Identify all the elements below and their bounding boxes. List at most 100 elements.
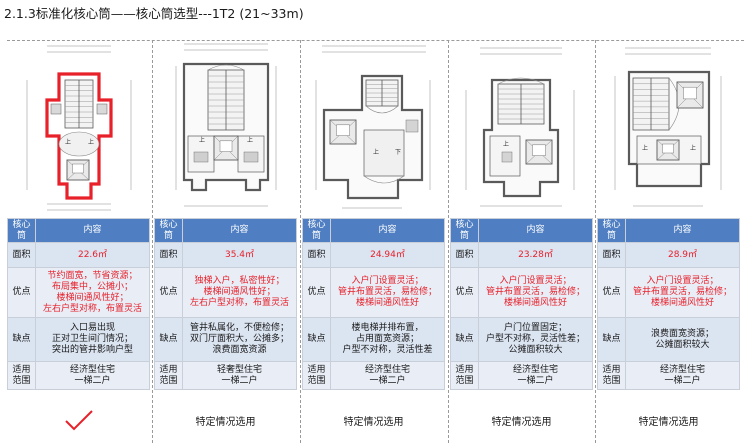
table-row-scope: 适用范围 经济型住宅一梯二户 [302, 361, 445, 390]
header-content-cell: 内容 [478, 218, 593, 243]
disadvantage-line: 占用面宽资源； [355, 334, 419, 344]
advantage-line: 楼梯间通风性好 [503, 298, 567, 308]
row-label-scope: 适用范围 [302, 361, 331, 390]
row-label-disadvantages: 缺点 [154, 317, 183, 362]
header-key-cell: 核心筒 [450, 218, 479, 243]
table-header-row: 核心筒 内容 [450, 218, 593, 243]
disadvantage-line: 双门厅面积大，公摊多； [189, 334, 289, 344]
scope-label-line: 适用 [455, 364, 474, 375]
selection-text: 特定情况选用 [638, 416, 699, 428]
row-label-disadvantages: 缺点 [7, 317, 36, 362]
row-label-area: 面积 [450, 242, 479, 268]
scope-label-line: 适用 [159, 364, 178, 375]
advantage-line: 独梯入户，私密性好； [194, 276, 285, 286]
header-key-label: 筒 [16, 230, 26, 241]
header-content-label: 内容 [83, 225, 102, 235]
table-row-area: 面积 23.28㎡ [450, 242, 593, 268]
svg-text:上: 上 [65, 138, 71, 146]
header-key-cell: 核心筒 [597, 218, 626, 243]
scope-line: 一梯二户 [221, 375, 258, 386]
header-content-label: 内容 [230, 225, 249, 235]
svg-text:上: 上 [247, 136, 253, 144]
option-table: 核心筒 内容 面积 35.4㎡ 优点 独梯入户，私密性好；楼梯间通风性好；左右户… [154, 218, 297, 390]
svg-text:上: 上 [642, 144, 648, 152]
selected-check-icon [64, 410, 93, 431]
table-header-row: 核心筒 内容 [7, 218, 150, 243]
area-value: 35.4㎡ [182, 242, 297, 268]
disadvantage-line: 公摊面积较大 [508, 345, 563, 355]
scope-label-line: 范围 [455, 375, 474, 386]
table-header-row: 核心筒 内容 [154, 218, 297, 243]
header-key-cell: 核心筒 [302, 218, 331, 243]
disadvantage-line: 楼电梯并排布置， [351, 323, 424, 333]
table-row-disadvantages: 缺点 楼电梯并排布置，占用面宽资源；户型不对称，灵活性差 [302, 317, 445, 362]
table-row-advantages: 优点 入户门设置灵活；管井布置灵活，易检修；楼梯间通风性好 [302, 267, 445, 318]
disadvantage-line: 户型不对称，灵活性差 [342, 345, 433, 355]
scope-value: 轻奢型住宅一梯二户 [182, 361, 297, 390]
advantage-line: 管井布置灵活，易检修； [632, 287, 732, 297]
header-key-label: 筒 [311, 230, 321, 241]
scope-value: 经济型住宅一梯二户 [35, 361, 150, 390]
svg-text:上: 上 [373, 148, 379, 156]
header-content-cell: 内容 [35, 218, 150, 243]
floor-plan-drawing: 上 [450, 40, 593, 216]
table-row-advantages: 优点 节约面宽，节省资源；布局集中，公摊小；楼梯间通风性好；左右户型对称，布置灵… [7, 267, 150, 318]
header-key-label: 核心 [455, 219, 474, 230]
scope-label-line: 范围 [307, 375, 326, 386]
table-row-disadvantages: 缺点 入口易出现正对卫生间门情况；突出的管井影响户型 [7, 317, 150, 362]
row-label-area: 面积 [7, 242, 36, 268]
disadvantages-value: 浪费面宽资源；公摊面积较大 [625, 317, 740, 362]
scope-label-line: 适用 [602, 364, 621, 375]
advantages-value: 独梯入户，私密性好；楼梯间通风性好；左右户型对称，布置灵活 [182, 267, 297, 318]
table-header-row: 核心筒 内容 [597, 218, 740, 243]
row-label-advantages: 优点 [450, 267, 479, 318]
option-table: 核心筒 内容 面积 24.94㎡ 优点 入户门设置灵活；管井布置灵活，易检修；楼… [302, 218, 445, 390]
table-row-advantages: 优点 入户门设置灵活；管井布置灵活，易检修；楼梯间通风性好 [450, 267, 593, 318]
scope-line: 轻奢型住宅 [216, 364, 262, 375]
floor-plan-drawing: 上上 [7, 40, 150, 216]
disadvantage-line: 入口易出现 [69, 323, 115, 333]
disadvantage-line: 公摊面积较大 [655, 339, 710, 350]
advantage-line: 左右户型对称，布置灵活 [189, 298, 289, 308]
core-option-1: 上上 核心筒 内容 面积 22.6㎡ 优点 节约面宽，节省资源；布局集中，公摊小… [7, 40, 150, 443]
advantage-line: 楼梯间通风性好 [650, 298, 714, 308]
table-row-area: 面积 28.9㎡ [597, 242, 740, 268]
scope-line: 经济型住宅 [512, 364, 558, 375]
disadvantage-line: 管井私属化，不便检修； [189, 323, 289, 333]
disadvantage-line: 突出的管井影响户型 [51, 345, 133, 355]
option-table: 核心筒 内容 面积 22.6㎡ 优点 节约面宽，节省资源；布局集中，公摊小；楼梯… [7, 218, 150, 390]
selection-text: 特定情况选用 [343, 416, 404, 428]
header-key-cell: 核心筒 [7, 218, 36, 243]
row-label-scope: 适用范围 [7, 361, 36, 390]
advantage-line: 入户门设置灵活； [351, 276, 424, 286]
advantages-value: 入户门设置灵活；管井布置灵活，易检修；楼梯间通风性好 [478, 267, 593, 318]
area-value: 22.6㎡ [35, 242, 150, 268]
selection-note [7, 397, 150, 443]
header-key-label: 核心 [12, 219, 31, 230]
svg-text:下: 下 [395, 149, 401, 156]
advantage-line: 楼梯间通风性好； [56, 292, 129, 303]
header-key-label: 筒 [459, 230, 469, 241]
scope-label-line: 适用 [307, 364, 326, 375]
row-label-scope: 适用范围 [450, 361, 479, 390]
table-row-disadvantages: 缺点 户门位置固定；户型不对称，灵活性差；公摊面积较大 [450, 317, 593, 362]
header-key-cell: 核心筒 [154, 218, 183, 243]
selection-note: 特定情况选用 [302, 397, 445, 443]
disadvantage-line: 户型不对称，灵活性差； [485, 334, 585, 344]
core-option-2: 上上 核心筒 内容 面积 35.4㎡ 优点 独梯入户，私密性好；楼梯间通风性好；… [154, 40, 297, 443]
table-row-area: 面积 24.94㎡ [302, 242, 445, 268]
header-content-cell: 内容 [625, 218, 740, 243]
table-row-advantages: 优点 入户门设置灵活；管井布置灵活，易检修；楼梯间通风性好 [597, 267, 740, 318]
scope-value: 经济型住宅一梯二户 [625, 361, 740, 390]
table-row-advantages: 优点 独梯入户，私密性好；楼梯间通风性好；左右户型对称，布置灵活 [154, 267, 297, 318]
scope-value: 经济型住宅一梯二户 [478, 361, 593, 390]
advantage-line: 楼梯间通风性好 [355, 298, 419, 308]
advantage-line: 入户门设置灵活； [499, 276, 572, 286]
floor-plan-drawing: 上上 [597, 40, 740, 216]
advantages-value: 入户门设置灵活；管井布置灵活，易检修；楼梯间通风性好 [330, 267, 445, 318]
disadvantages-value: 楼电梯并排布置，占用面宽资源；户型不对称，灵活性差 [330, 317, 445, 362]
row-label-area: 面积 [302, 242, 331, 268]
row-label-advantages: 优点 [302, 267, 331, 318]
advantage-line: 楼梯间通风性好； [203, 287, 276, 297]
core-option-3: 上 下 核心筒 内容 面积 24.94㎡ 优点 入户门设置灵活；管井布置灵活，易检… [302, 40, 445, 443]
